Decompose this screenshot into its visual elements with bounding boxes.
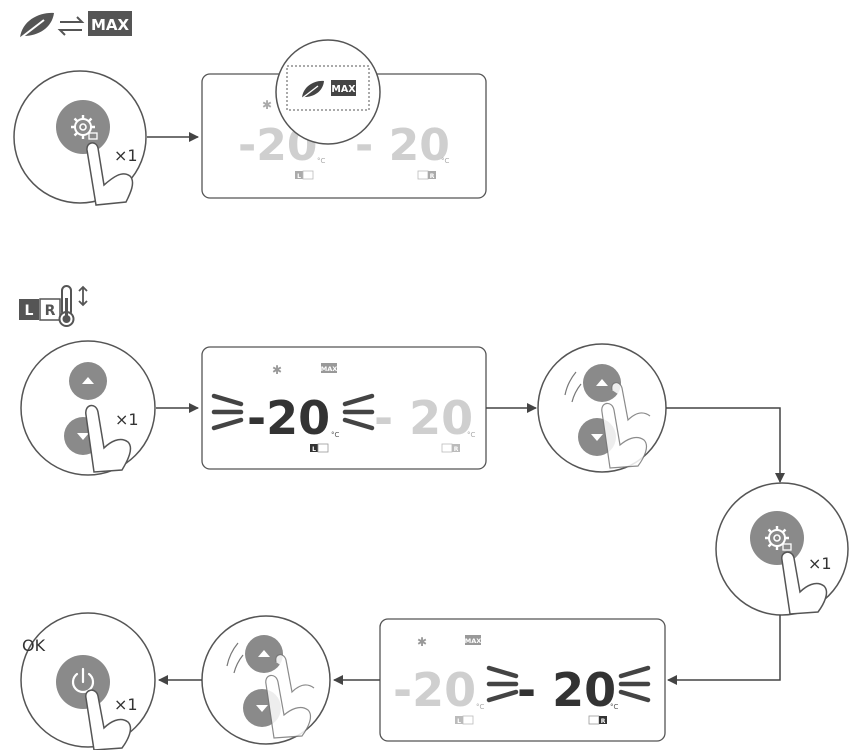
- zone-outline: [317, 443, 329, 453]
- step-updown-press-1[interactable]: ×1: [20, 340, 156, 476]
- step-settings-press-2[interactable]: ×1: [715, 482, 849, 616]
- gear-lock-icon: [71, 115, 98, 140]
- motion-lines: [226, 642, 244, 674]
- right-temp: - 20: [355, 120, 450, 171]
- left-zone-label: L: [312, 446, 316, 453]
- arrow-up-icon: [258, 650, 270, 657]
- thermometer-updown-icon: [58, 285, 88, 327]
- press-count: ×1: [114, 695, 138, 714]
- settings-button[interactable]: [56, 100, 110, 154]
- right-unit: °C: [610, 703, 619, 711]
- finger-icon: [85, 689, 132, 750]
- ok-label: OK: [22, 636, 46, 655]
- left-zone-label: L: [25, 303, 34, 319]
- press-count: ×1: [114, 146, 138, 165]
- display-panel-2: ✱ MAX -20 °C - 20 °C L R: [201, 346, 487, 470]
- finger-icon: [601, 382, 651, 469]
- left-unit: °C: [317, 157, 326, 165]
- left-zone-label: L: [297, 173, 301, 180]
- max-badge: [465, 635, 481, 645]
- max-badge: [321, 363, 337, 373]
- right-zone-label: R: [454, 446, 459, 453]
- left-unit: °C: [331, 431, 340, 439]
- max-badge-label: MAX: [321, 365, 338, 373]
- zone-outline: [462, 715, 474, 725]
- left-zone-label: L: [457, 718, 461, 725]
- arrow-up-icon: [596, 379, 608, 386]
- right-unit: °C: [441, 157, 450, 165]
- swap-arrows-icon: [57, 16, 85, 36]
- max-badge-label: MAX: [465, 637, 482, 645]
- right-temp: - 20: [374, 391, 473, 445]
- blink-indicator-left: [211, 393, 375, 431]
- mode-magnifier: MAX: [275, 39, 381, 145]
- finger-icon: [265, 654, 315, 739]
- leaf-icon: [300, 80, 324, 100]
- flow-arrow: [666, 407, 785, 483]
- left-zone-badge: [310, 444, 318, 452]
- right-zone-label: R: [45, 303, 56, 319]
- bluetooth-icon: ✱: [262, 98, 272, 112]
- right-zone-label: R: [601, 718, 606, 725]
- right-zone-badge: [428, 171, 436, 179]
- max-badge: [331, 80, 356, 96]
- finger-icon: [781, 551, 828, 615]
- max-label: MAX: [91, 16, 130, 34]
- display-panel-3: ✱ MAX -20 °C - 20 °C L R: [379, 618, 666, 742]
- right-zone-icon: [39, 298, 61, 321]
- bluetooth-icon: ✱: [417, 635, 427, 649]
- arrow-down-icon: [256, 705, 268, 712]
- arrow-up-icon: [82, 377, 94, 384]
- step-settings-press-1[interactable]: ×1: [13, 70, 147, 206]
- left-zone-badge: [455, 716, 463, 724]
- left-zone-badge: [295, 171, 303, 179]
- right-zone-badge: [452, 444, 460, 452]
- max-icon-box: [88, 11, 132, 36]
- finger-icon: [85, 404, 132, 473]
- right-temp: - 20: [517, 663, 616, 717]
- left-temp: -20: [393, 663, 476, 717]
- left-temp: -20: [247, 391, 330, 445]
- gear-lock-icon: [765, 526, 792, 551]
- power-icon: [71, 667, 95, 694]
- step-updown-adjust-1[interactable]: [537, 343, 667, 473]
- blink-indicator-right: [486, 665, 651, 703]
- zone-outline: [302, 170, 314, 180]
- motion-lines: [564, 371, 582, 403]
- right-unit: °C: [467, 431, 476, 439]
- arrow-down-icon: [77, 433, 89, 440]
- right-zone-badge: [599, 716, 607, 724]
- bluetooth-icon: ✱: [272, 363, 282, 377]
- press-count: ×1: [808, 554, 832, 573]
- right-zone-label: R: [430, 173, 435, 180]
- eco-max-header: MAX: [17, 11, 132, 41]
- max-badge-label: MAX: [331, 84, 356, 95]
- settings-button[interactable]: [750, 511, 804, 565]
- press-count: ×1: [115, 410, 139, 429]
- left-zone-icon: [19, 299, 39, 320]
- finger-icon: [86, 142, 134, 206]
- step-power-press[interactable]: ×1: [20, 612, 156, 750]
- step-updown-adjust-2[interactable]: [201, 615, 331, 745]
- leaf-icon: [17, 12, 54, 41]
- flow-arrow: [667, 615, 781, 685]
- arrow-down-icon: [591, 434, 603, 441]
- left-unit: °C: [476, 703, 485, 711]
- zone-select-header: L R: [19, 285, 88, 327]
